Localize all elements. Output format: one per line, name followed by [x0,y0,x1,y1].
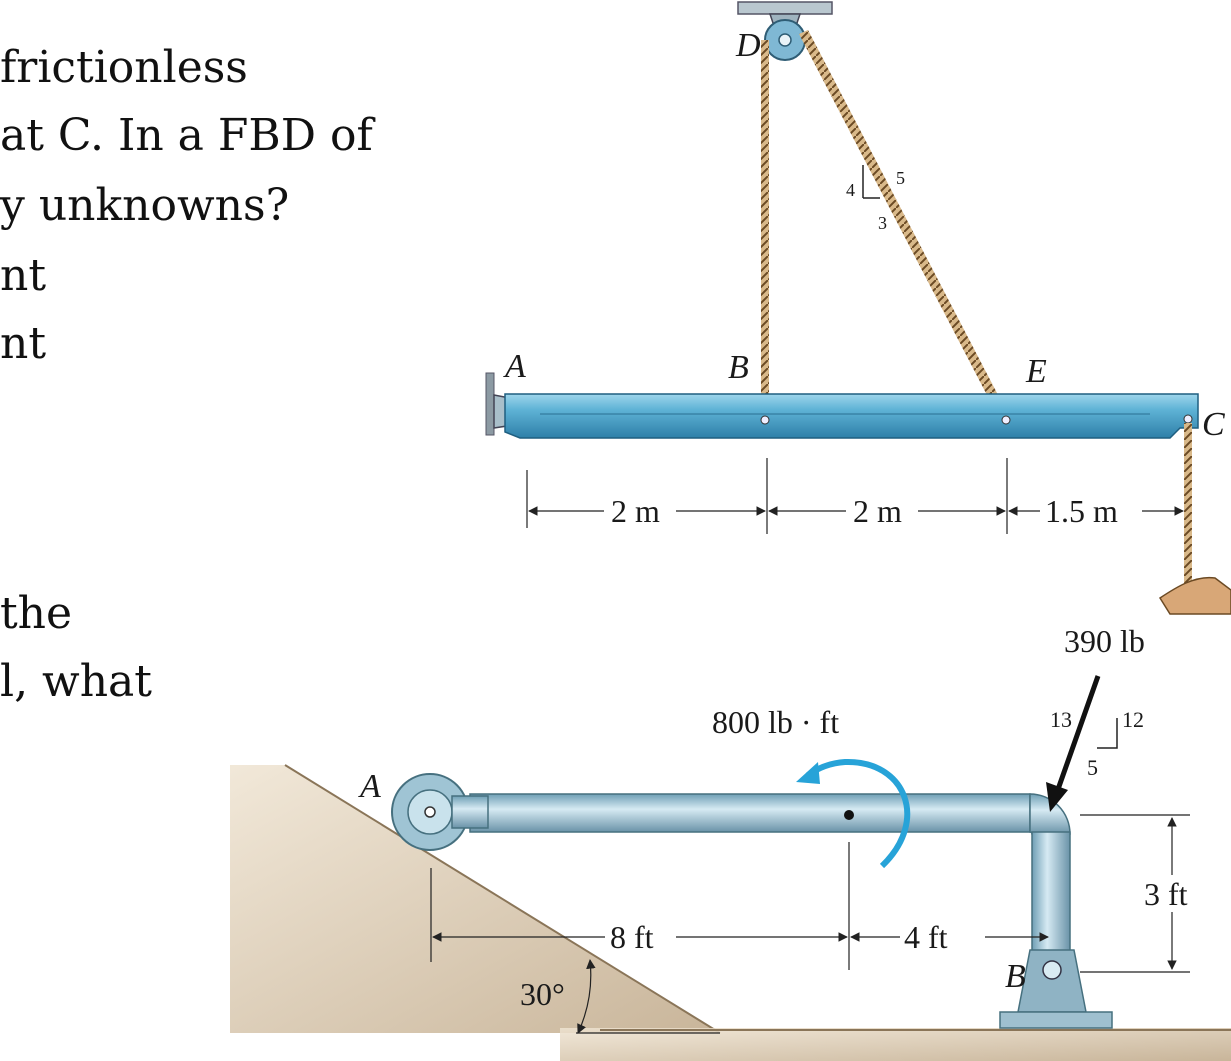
pulley-d-axle [778,33,792,47]
ceiling-plate [737,1,833,15]
pin-e [1001,415,1011,425]
text-line-2: at C. In a FBD of [0,110,373,161]
slope-rise: 4 [846,180,855,200]
support-b-base [999,1011,1113,1029]
dim-label-4ft: 4 ft [904,919,948,955]
pipe-vertical [1031,831,1071,953]
text-line-7: l, what [0,656,152,707]
slope-hyp: 5 [896,168,905,188]
label-c: C [1202,406,1225,443]
label-d: D [735,27,761,64]
wall-a [485,372,495,436]
dim-label-1: 2 m [611,493,660,529]
text-line-1: frictionless [0,42,248,93]
moment-label: 800 lb · ft [712,704,839,740]
angle-arc [577,959,596,1034]
force-slope-triangle [1097,718,1118,749]
dim-label-3ft: 3 ft [1144,876,1188,912]
dim-label-8ft: 8 ft [610,919,654,955]
hand-icon [1158,576,1231,615]
pin-c [1183,414,1193,424]
force-slope-rise: 12 [1122,707,1144,732]
label-b-bottom: B [1005,958,1026,995]
rope-db [761,40,769,422]
roller-a-mount [451,795,489,829]
text-line-5: nt [0,318,47,369]
label-a-bottom: A [358,768,381,805]
label-b-top: B [728,349,749,386]
support-b [1017,949,1087,1013]
pipe-elbow [1029,793,1071,835]
moment-arrow-head [796,762,820,784]
beam [504,393,1199,439]
label-e: E [1025,353,1047,390]
pin-b-bottom [1042,960,1062,980]
force-label: 390 lb [1064,623,1145,659]
label-a-top: A [503,348,526,385]
moment-arrow-arc [806,758,911,869]
top-figure: D 4 3 5 A B E C 2 [485,1,1231,615]
text-line-6: the [0,588,73,639]
dim-label-2: 2 m [853,493,902,529]
dim-label-3: 1.5 m [1045,493,1118,529]
text-line-3: y unknowns? [0,180,290,231]
force-slope-hyp: 13 [1050,707,1072,732]
rope-de [799,30,1010,422]
slope-run: 3 [878,213,887,233]
incline-ground [230,765,720,1033]
force-arrow-shaft [1053,675,1101,796]
force-slope-run: 5 [1087,755,1098,780]
text-line-4: nt [0,250,47,301]
pin-b [760,415,770,425]
force-arrow-head [1046,782,1068,812]
pin-a-bottom [424,806,436,818]
angle-label: 30° [520,976,565,1012]
incline-surface [284,764,721,1034]
moment-point [844,810,854,820]
rope-c [1184,423,1192,601]
bottom-figure: A B 800 lb · ft 390 lb 13 12 5 3 ft 8 [230,623,1231,1061]
pipe-horizontal [469,793,1031,833]
